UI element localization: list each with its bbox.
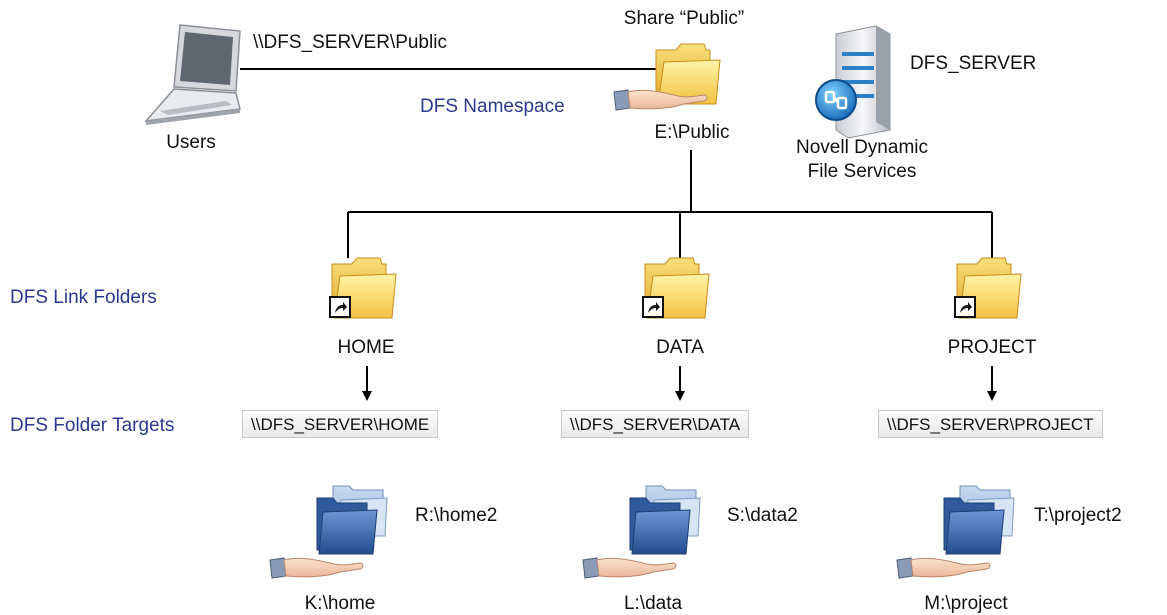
service-line1-label: Novell Dynamic [796,137,928,158]
folder-target-data: \\DFS_SERVER\DATA [561,410,750,438]
link-folder-data-icon [642,257,710,319]
target-hand-project-icon [896,557,991,579]
connector-lines [240,68,993,392]
laptop-icon [144,24,241,125]
replica-path-home: R:\home2 [415,505,498,526]
service-line2-label: File Services [807,161,917,182]
server-name-label: DFS_SERVER [910,53,1037,74]
replica-path-project: T:\project2 [1034,505,1122,526]
namespace-volume-label: E:\Public [654,122,730,143]
link-name-project: PROJECT [947,337,1037,358]
folder-targets-section-label: DFS Folder Targets [10,415,175,436]
dfs-namespace-label: DFS Namespace [420,96,565,117]
link-name-home: HOME [337,337,395,358]
target-folder-project-icon [943,485,1015,555]
link-folders-section-label: DFS Link Folders [10,287,157,308]
primary-path-data: L:\data [623,593,683,614]
users-label: Users [166,132,216,153]
folder-target-project: \\DFS_SERVER\PROJECT [878,410,1103,438]
folder-target-home: \\DFS_SERVER\HOME [242,410,439,438]
link-folder-project-icon [954,257,1022,319]
share-label: Share “Public” [623,8,745,29]
target-folder-home-icon [316,485,388,555]
primary-path-home: K:\home [304,593,376,614]
link-name-data: DATA [656,337,704,358]
arrowheads [362,391,997,401]
server-icon [815,25,891,139]
target-hand-home-icon [269,557,364,579]
client-path-label: \\DFS_SERVER\Public [253,32,447,53]
link-folder-home-icon [329,257,397,319]
replica-path-data: S:\data2 [727,505,798,526]
target-hand-data-icon [582,557,677,579]
target-folder-data-icon [629,485,701,555]
primary-path-project: M:\project [924,593,1008,614]
